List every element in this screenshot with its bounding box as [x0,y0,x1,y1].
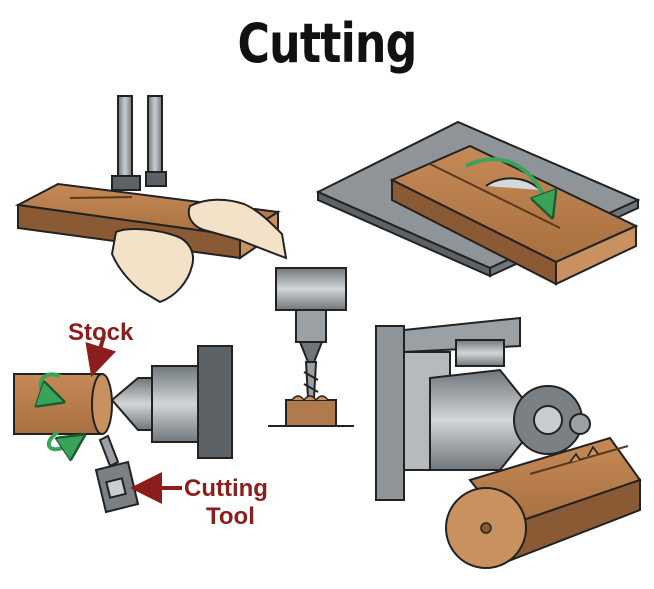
milling-machine-illustration [375,316,642,569]
cutting-tool-label-line2: Tool [206,503,255,530]
cutting-tool-label-line1: Cutting [184,475,268,502]
band-saw-illustration [14,95,288,304]
page-title: Cutting [237,12,417,75]
stock-label: Stock [68,319,134,346]
table-saw-illustration [315,120,641,286]
drill-press-illustration [268,267,354,427]
lathe-illustration: Stock Cutting Tool [13,319,268,530]
